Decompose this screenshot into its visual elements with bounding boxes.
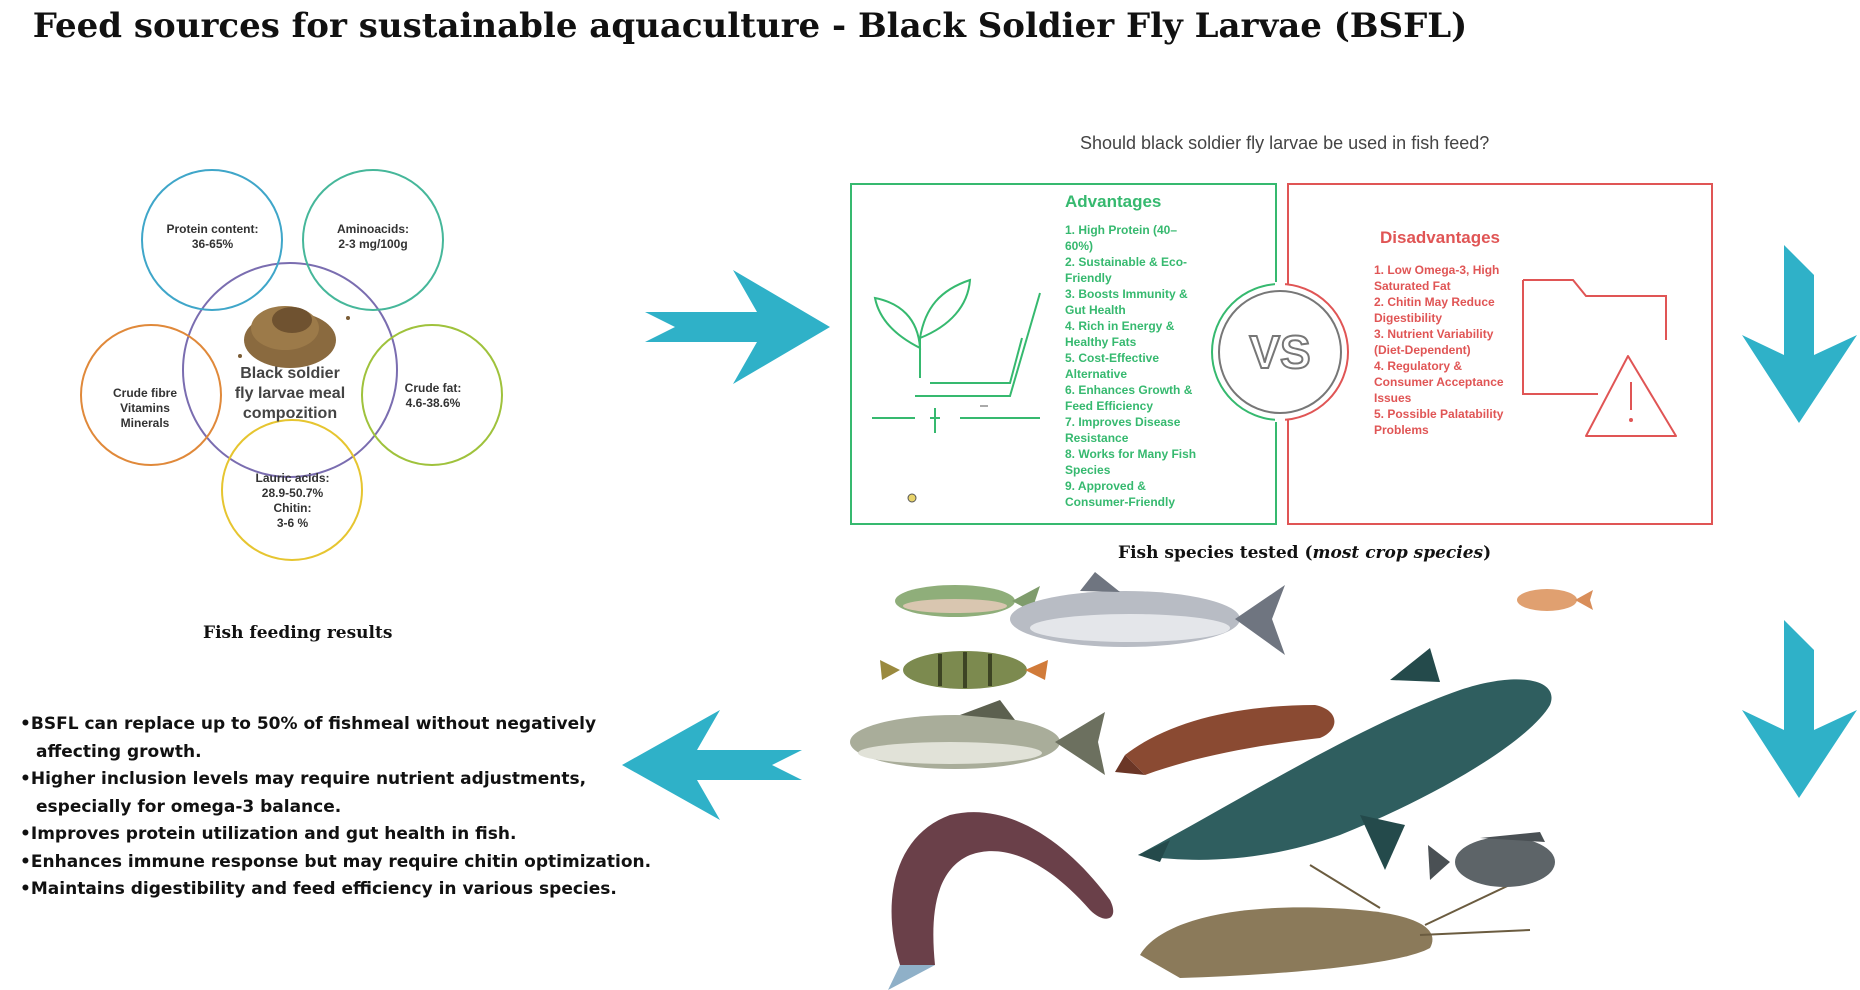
crude-fibre-circle (80, 324, 222, 466)
advantage-item: 5. Cost-Effective Alternative (1065, 351, 1160, 381)
protein-circle (141, 169, 283, 311)
advantage-item: 1. High Protein (40–60%) (1065, 223, 1178, 253)
lauric-chitin-label: Lauric acids: 28.9-50.7% Chitin: 3-6 % (255, 471, 330, 530)
zander-image (850, 700, 1105, 775)
advantage-item: 2. Sustainable & Eco-Friendly (1065, 255, 1188, 285)
disadvantages-title: Disadvantages (1380, 228, 1500, 247)
salmon-image (1010, 572, 1285, 655)
advantage-item: 7. Improves Disease Resistance (1065, 415, 1181, 445)
fish-species-collage (850, 572, 1593, 990)
bee-icon (907, 493, 917, 503)
crude-fat-label: Crude fat: 4.6-38.6% (404, 381, 462, 410)
aminoacids-label: Aminoacids: 2-3 mg/100g (336, 222, 409, 251)
sturgeon-image (1138, 648, 1552, 870)
catfish-image (1140, 864, 1531, 978)
down-arrow-icon (1742, 620, 1857, 798)
vs-text: VS (1249, 326, 1310, 378)
advantage-item: 9. Approved & Consumer-Friendly (1065, 479, 1176, 509)
composition-diagram (80, 169, 503, 561)
result-item: Higher inclusion levels may require nutr… (20, 766, 660, 821)
lauric-circle (221, 419, 363, 561)
advantage-item: 3. Boosts Immunity & Gut Health (1065, 287, 1188, 317)
result-item: Improves protein utilization and gut hea… (20, 821, 660, 849)
question-heading: Should black soldier fly larvae be used … (1080, 133, 1490, 153)
left-arrow-icon (622, 710, 802, 820)
tilapia-image (1428, 832, 1555, 887)
aminoacids-circle (302, 169, 444, 311)
advantage-item: 8. Works for Many Fish Species (1065, 447, 1197, 477)
results-list: BSFL can replace up to 50% of fishmeal w… (20, 711, 660, 904)
disadvantage-item: 2. Chitin May Reduce Digestibility (1374, 295, 1495, 325)
advantages-panel (850, 183, 1277, 525)
disadvantage-item: 5. Possible Palatability Problems (1374, 407, 1504, 437)
result-item: Enhances immune response but may require… (20, 849, 660, 877)
results-heading: Fish feeding results (203, 623, 393, 643)
perch-image (880, 651, 1048, 689)
advantages-list: 1. High Protein (40–60%) 2. Sustainable … (1065, 222, 1205, 510)
stellate-sturgeon-image (888, 812, 1114, 990)
down-arrow-icon (1742, 245, 1857, 423)
center-ring (182, 262, 398, 478)
vs-badge: VS (1211, 282, 1349, 422)
advantage-item: 6. Enhances Growth & Feed Efficiency (1065, 383, 1193, 413)
folder-warning-icon (1522, 279, 1677, 437)
advantages-title: Advantages (1065, 192, 1162, 211)
page-title: Feed sources for sustainable aquaculture… (32, 6, 1468, 46)
trout-image (895, 585, 1040, 617)
disadvantage-item: 4. Regulatory & Consumer Acceptance Issu… (1374, 359, 1504, 405)
larvae-meal-image (238, 306, 350, 368)
carp-image (1517, 589, 1593, 611)
result-item: BSFL can replace up to 50% of fishmeal w… (20, 711, 660, 766)
disadvantage-item: 3. Nutrient Variability (Diet-Dependent) (1374, 327, 1494, 357)
protein-label: Protein content: 36-65% (166, 222, 259, 251)
plant-growth-icon (872, 278, 1041, 433)
disadvantage-item: 1. Low Omega-3, High Saturated Fat (1374, 263, 1500, 293)
crude-fibre-label: Crude fibre Vitamins Minerals (112, 386, 177, 430)
result-item: Maintains digestibility and feed efficie… (20, 876, 660, 904)
disadvantages-list: 1. Low Omega-3, High Saturated Fat 2. Ch… (1374, 262, 1504, 438)
loach-image (1115, 705, 1335, 775)
advantage-item: 4. Rich in Energy & Healthy Fats (1065, 319, 1175, 349)
right-arrow-icon (645, 270, 830, 384)
crude-fat-circle (361, 324, 503, 466)
composition-center-label: Black soldier fly larvae meal compozitio… (234, 365, 346, 422)
disadvantages-panel (1287, 183, 1713, 525)
fish-species-heading: Fish species tested (most crop species) (1118, 543, 1492, 563)
